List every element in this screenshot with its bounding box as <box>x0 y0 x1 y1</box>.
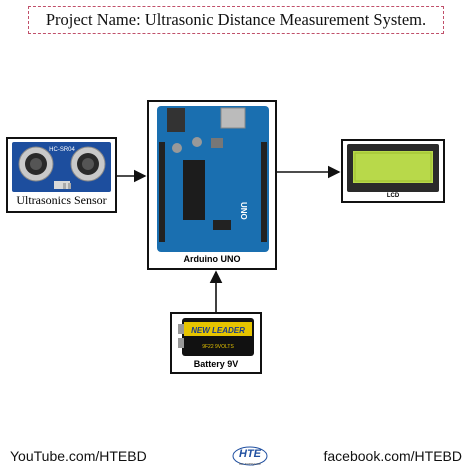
logo-text: HTE <box>239 448 261 460</box>
sensor-label: Ultrasonics Sensor <box>16 193 107 207</box>
battery-image: NEW LEADER 9F22 9VOLTS <box>178 318 254 356</box>
sensor-chip-text: HC-SR04 <box>49 147 75 153</box>
battery-brand-text: NEW LEADER <box>191 326 245 335</box>
ultrasonic-sensor-image: HC-SR04 <box>12 142 111 192</box>
youtube-link[interactable]: YouTube.com/HTEBD <box>10 448 147 464</box>
arduino-label: Arduino UNO <box>183 254 241 264</box>
battery-block: NEW LEADER 9F22 9VOLTS Battery 9V <box>170 312 262 374</box>
arduino-board-text: UNO <box>239 202 248 220</box>
sensor-block: HC-SR04 Ultrasonics Sensor <box>6 137 117 213</box>
facebook-link[interactable]: facebook.com/HTEBD <box>323 448 463 464</box>
battery-label: Battery 9V <box>193 359 239 369</box>
hte-logo: HTE for everyone <box>231 444 269 470</box>
arduino-block: UNO Arduino UNO <box>147 100 277 270</box>
arduino-board-image: UNO <box>157 106 269 252</box>
logo-subtext: for everyone <box>238 461 262 466</box>
battery-spec-text: 9F22 9VOLTS <box>202 344 234 350</box>
lcd-label: LCD <box>386 193 400 199</box>
lcd-block: LCD <box>341 139 445 203</box>
diagram-title: Project Name: Ultrasonic Distance Measur… <box>45 10 427 29</box>
title-box: Project Name: Ultrasonic Distance Measur… <box>28 6 444 34</box>
lcd-display-image <box>347 144 439 192</box>
hte-logo-icon <box>232 446 268 466</box>
